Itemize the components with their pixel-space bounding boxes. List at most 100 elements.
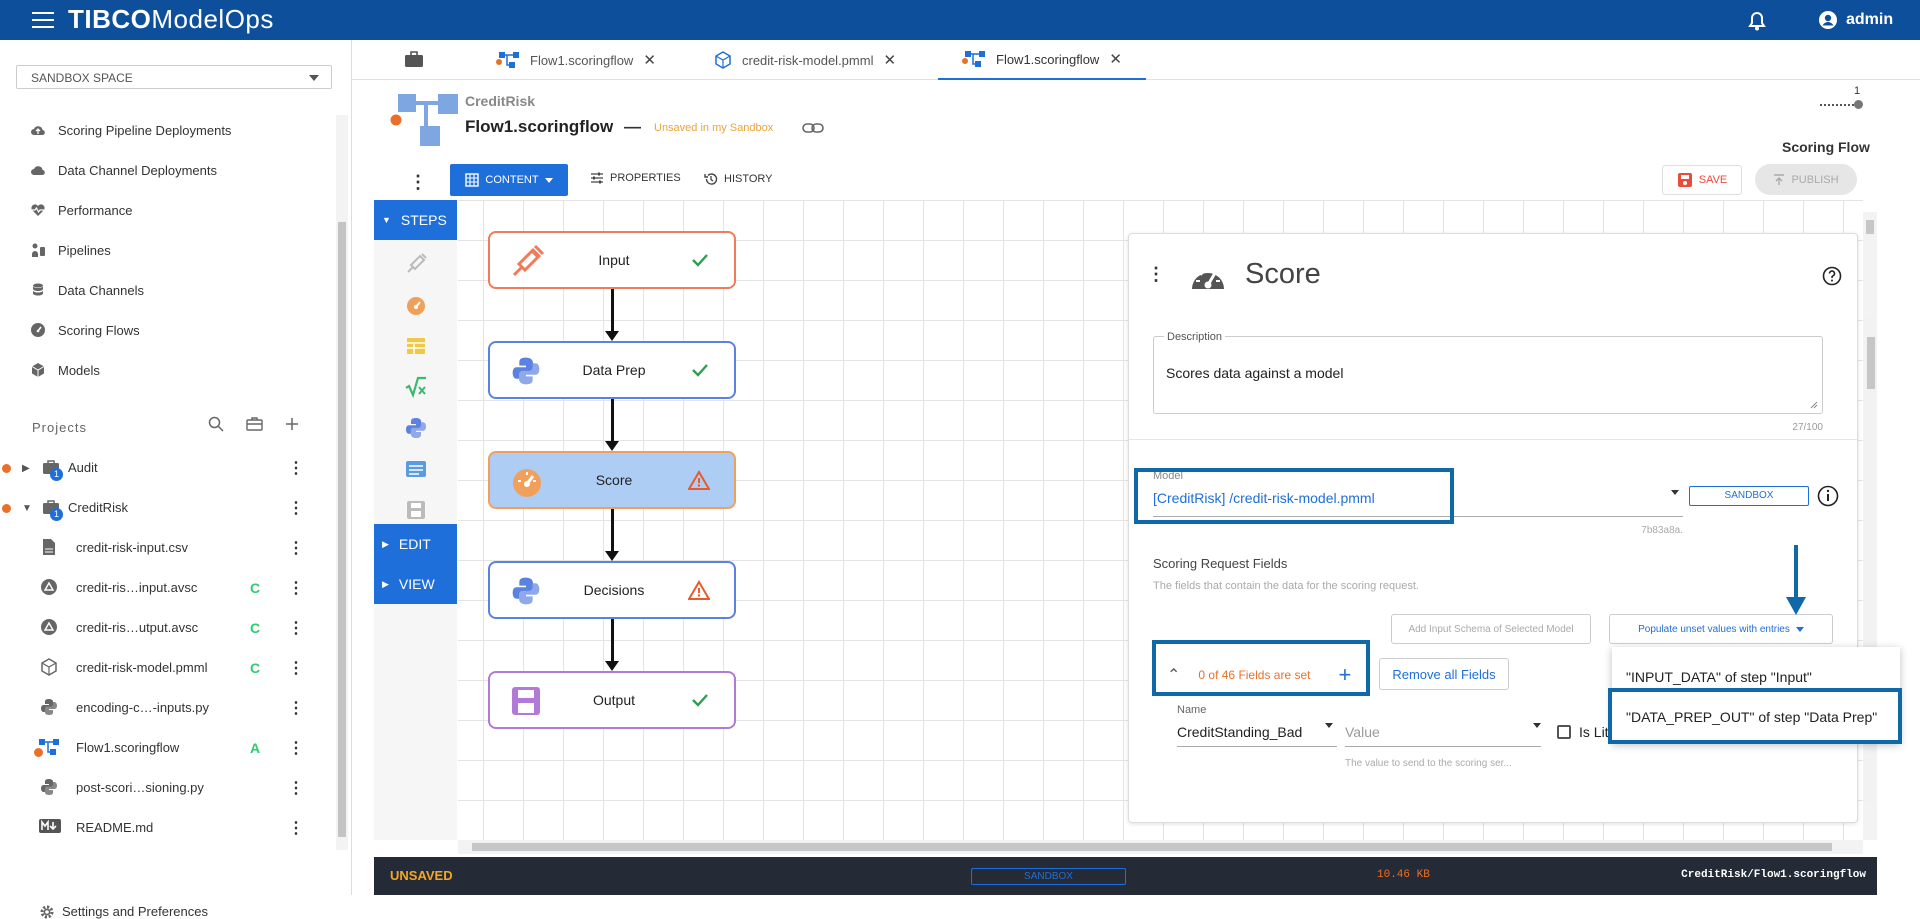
dropdown-option-data-prep-out[interactable]: "DATA_PREP_OUT" of step "Data Prep" — [1626, 709, 1878, 725]
view-toggle[interactable]: ▶VIEW — [374, 564, 457, 604]
dropdown-option-input-data[interactable]: "INPUT_DATA" of step "Input" — [1626, 669, 1812, 685]
save-output-step-icon[interactable] — [404, 498, 428, 522]
collapse-arrow-icon[interactable]: ▼ — [22, 503, 32, 514]
is-literal-checkbox[interactable]: Is Lit — [1557, 724, 1609, 740]
nav-performance[interactable]: Performance — [30, 200, 132, 220]
file-flow1-scoringflow[interactable]: Flow1.scoringflow A ⋮ — [0, 736, 336, 760]
kebab-menu-icon[interactable]: ⋮ — [409, 172, 427, 192]
kebab-menu-icon[interactable]: ⋮ — [288, 700, 304, 717]
chevron-down-icon[interactable] — [1671, 490, 1679, 495]
nav-data-channels[interactable]: Data Channels — [30, 280, 144, 300]
space-selector[interactable]: SANDBOX SPACE — [16, 65, 332, 89]
briefcase-plus-icon[interactable] — [246, 416, 264, 432]
close-icon[interactable]: ✕ — [1109, 51, 1122, 68]
file-encoding-inputs-py[interactable]: encoding-c…-inputs.py ⋮ — [0, 696, 336, 720]
file-credit-risk-model-pmml[interactable]: credit-risk-model.pmml C ⋮ — [0, 656, 336, 680]
kebab-menu-icon[interactable]: ⋮ — [288, 820, 304, 837]
nav-models[interactable]: Models — [30, 360, 100, 380]
properties-button[interactable]: PROPERTIES — [590, 172, 681, 184]
scrollbar-thumb[interactable] — [472, 843, 1832, 851]
add-input-schema-button[interactable]: Add Input Schema of Selected Model — [1391, 614, 1591, 644]
scrollbar-thumb[interactable] — [1866, 220, 1874, 234]
save-button[interactable]: SAVE — [1662, 165, 1742, 195]
expand-arrow-icon[interactable]: ▶ — [22, 463, 30, 474]
briefcase-tab-icon[interactable] — [404, 50, 424, 68]
field-value-input[interactable]: Value — [1345, 724, 1380, 740]
nav-scoring-pipeline-deployments[interactable]: Scoring Pipeline Deployments — [30, 120, 231, 140]
flow-node-data-prep[interactable]: Data Prep — [488, 341, 736, 399]
scrollbar-thumb[interactable] — [1867, 337, 1875, 389]
help-icon[interactable] — [1822, 266, 1842, 286]
resize-handle-icon[interactable] — [1810, 401, 1818, 409]
remove-all-fields-button[interactable]: Remove all Fields — [1379, 658, 1509, 690]
gauge-score-step-icon[interactable] — [404, 293, 428, 317]
file-post-scoring-py[interactable]: post-scori…sioning.py ⋮ — [0, 776, 336, 800]
cloud-upload-icon — [31, 126, 45, 136]
flow-node-decisions[interactable]: Decisions — [488, 561, 736, 619]
project-creditrisk[interactable]: ▼ 1 CreditRisk ⋮ — [0, 496, 336, 521]
kebab-menu-icon[interactable]: ⋮ — [288, 500, 304, 517]
file-input-avsc[interactable]: credit-ris…input.avsc C ⋮ — [0, 576, 336, 600]
file-credit-risk-input-csv[interactable]: credit-risk-input.csv ⋮ — [0, 536, 336, 560]
project-audit[interactable]: ▶ 1 Audit ⋮ — [0, 456, 336, 481]
header-separator: — — [624, 117, 641, 136]
settings-link[interactable]: Settings and Preferences — [40, 904, 208, 919]
python-icon — [512, 577, 540, 605]
connector-arrow — [605, 441, 619, 451]
chevron-down-icon[interactable] — [1533, 723, 1541, 728]
nav-data-channel-deployments[interactable]: Data Channel Deployments — [30, 160, 217, 180]
kebab-menu-icon[interactable]: ⋮ — [288, 540, 304, 557]
kebab-menu-icon[interactable]: ⋮ — [288, 620, 304, 637]
sqrt-step-icon[interactable] — [404, 375, 428, 399]
nav-pipelines[interactable]: Pipelines — [30, 240, 111, 260]
flow-node-score[interactable]: Score — [488, 451, 736, 509]
sidebar-scrollbar[interactable] — [336, 115, 348, 850]
edit-toggle[interactable]: ▶EDIT — [374, 524, 457, 564]
flow-node-output[interactable]: Output — [488, 671, 736, 729]
status-bar: UNSAVED SANDBOX 10.46 KB CreditRisk/Flow… — [374, 857, 1877, 895]
content-button[interactable]: CONTENT — [450, 164, 568, 196]
version-marker[interactable] — [1854, 100, 1863, 109]
chevron-down-icon[interactable] — [1325, 723, 1333, 728]
kebab-menu-icon[interactable]: ⋮ — [288, 460, 304, 477]
file-readme-md[interactable]: README.md ⋮ — [0, 816, 336, 840]
gear-icon — [40, 905, 54, 918]
history-button[interactable]: HISTORY — [704, 172, 773, 186]
kebab-menu-icon[interactable]: ⋮ — [1147, 264, 1165, 284]
canvas-horizontal-scrollbar[interactable] — [458, 840, 1863, 854]
connector-arrow — [605, 331, 619, 341]
tab-flow1-scoringflow-active[interactable]: Flow1.scoringflow ✕ — [938, 40, 1146, 80]
flow-name: Flow1.scoringflow — [465, 117, 614, 136]
search-icon[interactable] — [208, 416, 224, 432]
kebab-menu-icon[interactable]: ⋮ — [288, 580, 304, 597]
field-name-select[interactable]: CreditStanding_Bad — [1177, 724, 1303, 740]
add-field-icon[interactable]: + — [1338, 662, 1352, 687]
scrollbar-thumb[interactable] — [338, 222, 346, 837]
link-icon[interactable] — [802, 121, 824, 135]
list-step-icon[interactable] — [404, 457, 428, 481]
publish-button[interactable]: PUBLISH — [1755, 164, 1857, 195]
model-select[interactable]: [CreditRisk] /credit-risk-model.pmml — [1153, 490, 1375, 506]
description-field[interactable]: Description Scores data against a model — [1153, 331, 1823, 414]
fields-set-toggle[interactable]: ⌃ 0 of 46 Fields are set + — [1167, 657, 1367, 693]
python-step-icon[interactable] — [404, 416, 428, 440]
close-icon[interactable]: ✕ — [643, 52, 656, 69]
table-step-icon[interactable] — [404, 334, 428, 358]
syringe-input-step-icon[interactable] — [404, 252, 428, 276]
kebab-menu-icon[interactable]: ⋮ — [288, 740, 304, 757]
close-icon[interactable]: ✕ — [883, 52, 897, 69]
tab-credit-risk-model-pmml[interactable]: credit-risk-model.pmml ✕ — [702, 40, 908, 80]
flow-node-input[interactable]: Input — [488, 231, 736, 289]
kebab-menu-icon[interactable]: ⋮ — [288, 780, 304, 797]
kebab-menu-icon[interactable]: ⋮ — [288, 660, 304, 677]
nav-scoring-flows[interactable]: Scoring Flows — [30, 320, 140, 340]
menu-icon[interactable] — [32, 12, 54, 28]
tab-flow1-scoringflow[interactable]: Flow1.scoringflow ✕ — [484, 40, 668, 80]
populate-unset-values-button[interactable]: Populate unset values with entries — [1609, 614, 1833, 644]
bell-icon[interactable] — [1748, 11, 1766, 31]
file-output-avsc[interactable]: credit-ris…utput.avsc C ⋮ — [0, 616, 336, 640]
info-icon[interactable] — [1817, 485, 1839, 507]
steps-toggle[interactable]: ▼STEPS — [374, 200, 457, 240]
plus-icon[interactable] — [284, 416, 300, 432]
user-menu[interactable]: admin — [1818, 10, 1893, 30]
